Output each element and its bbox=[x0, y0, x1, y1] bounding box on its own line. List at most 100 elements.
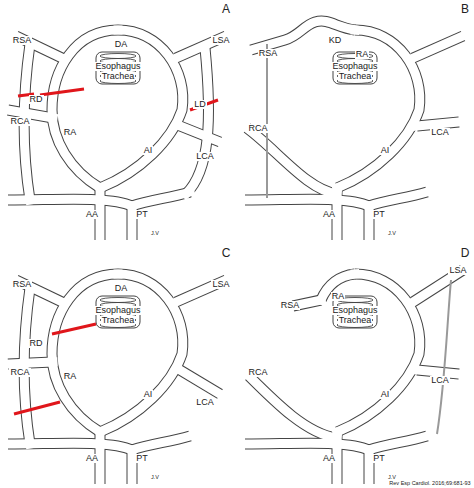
vessel-lumen bbox=[417, 370, 459, 374]
vessel-label: AI bbox=[143, 390, 154, 399]
vessel-wall bbox=[337, 30, 420, 188]
vessel-label: Trachea bbox=[338, 316, 373, 325]
vessel-wall bbox=[245, 199, 369, 206]
vessel-label: RA bbox=[63, 128, 78, 137]
vessel-wall bbox=[369, 192, 427, 206]
vessel-label: AA bbox=[85, 210, 99, 219]
vessel-label: LSA bbox=[211, 36, 230, 45]
vessel-lumen bbox=[369, 436, 427, 450]
vessel-label: RCA bbox=[247, 124, 268, 133]
vessel-label: LSA bbox=[448, 266, 467, 275]
vessel-label: AI bbox=[380, 146, 391, 155]
vessel-lumen bbox=[413, 270, 463, 302]
vessel-label: AA bbox=[322, 210, 336, 219]
aortic-arch-panel bbox=[8, 30, 226, 240]
vessel-wall bbox=[337, 274, 420, 432]
division-bar bbox=[52, 324, 96, 334]
vessel-label: PT bbox=[372, 210, 386, 219]
vessel-label: PT bbox=[135, 210, 149, 219]
vessel-wall bbox=[413, 270, 463, 302]
vessel-label: PT bbox=[135, 454, 149, 463]
vessel-label: RCA bbox=[9, 117, 30, 126]
vessel-label: Trachea bbox=[101, 316, 136, 325]
vessel-label: LCA bbox=[195, 152, 215, 161]
vessel-lumen bbox=[24, 288, 30, 444]
vessel-label: RCA bbox=[9, 368, 30, 377]
vessel-label: AA bbox=[85, 454, 99, 463]
aortic-arch-panel bbox=[245, 21, 463, 240]
vessel-label: AA bbox=[322, 454, 336, 463]
vessel-lumen bbox=[186, 48, 209, 194]
vessel-label: DA bbox=[114, 284, 129, 293]
vessel-label: Esophagus bbox=[94, 62, 141, 71]
vessel-label: DA bbox=[114, 40, 129, 49]
vessel-label: RD bbox=[29, 95, 44, 104]
vessel-label: RA bbox=[355, 50, 370, 59]
vessel-lumen bbox=[417, 122, 459, 126]
division-bar bbox=[40, 89, 84, 95]
vessel-wall bbox=[413, 36, 463, 58]
aortic-arch-panel bbox=[8, 274, 226, 484]
vessel-label: Esophagus bbox=[331, 306, 378, 315]
division-bar bbox=[190, 100, 218, 110]
vessel-lumen bbox=[132, 436, 190, 450]
vessel-label: AI bbox=[143, 146, 154, 155]
vessel-label: RA bbox=[331, 292, 346, 301]
tracheal-ring bbox=[100, 298, 136, 303]
vessel-lumen bbox=[369, 192, 427, 206]
vessel-label: Esophagus bbox=[94, 306, 141, 315]
vessel-label: J.V bbox=[387, 231, 397, 237]
vessel-wall bbox=[132, 436, 190, 450]
vessel-label: LD bbox=[193, 100, 207, 109]
vessel-label: RA bbox=[63, 372, 78, 381]
vessel-wall bbox=[100, 274, 183, 432]
vessel-lumen bbox=[100, 274, 183, 432]
vessel-label: Trachea bbox=[338, 72, 373, 81]
vessel-label: KD bbox=[328, 36, 343, 45]
tracheal-ring bbox=[100, 54, 136, 59]
panel-letter: C bbox=[221, 247, 232, 259]
ligament-line bbox=[266, 44, 268, 198]
panel-letter: D bbox=[460, 247, 471, 259]
vessel-lumen bbox=[245, 443, 369, 450]
vessel-label: LCA bbox=[430, 128, 450, 137]
vessel-wall bbox=[247, 128, 337, 194]
vessel-wall bbox=[417, 122, 459, 126]
vessel-wall bbox=[369, 436, 427, 450]
ligament-line bbox=[437, 280, 451, 434]
vessel-lumen bbox=[180, 370, 220, 394]
vessel-label: RCA bbox=[247, 368, 268, 377]
vessel-lumen bbox=[100, 30, 183, 188]
aortic-arch-panel bbox=[245, 270, 463, 484]
vessel-label: LCA bbox=[430, 376, 450, 385]
vessel-lumen bbox=[245, 199, 369, 206]
vessel-wall bbox=[245, 443, 369, 450]
vessel-label: RSA bbox=[258, 49, 279, 58]
vessel-label: J.V bbox=[150, 475, 160, 481]
vessel-wall bbox=[186, 48, 209, 194]
vessel-wall bbox=[249, 376, 337, 438]
vessel-label: RSA bbox=[12, 280, 33, 289]
vessel-label: RSA bbox=[280, 301, 301, 310]
panel-letter: B bbox=[460, 3, 470, 15]
vessel-lumen bbox=[8, 362, 53, 364]
panel-letter: A bbox=[221, 3, 231, 15]
vessel-label: LCA bbox=[195, 398, 215, 407]
vessel-label: AI bbox=[380, 390, 391, 399]
vessel-wall bbox=[100, 30, 183, 188]
vessel-wall bbox=[417, 370, 459, 374]
vessel-label: Rev Esp Cardiol. 2016;69:681-93 bbox=[388, 481, 471, 487]
vessel-label: RD bbox=[29, 339, 44, 348]
division-bar bbox=[14, 402, 60, 414]
vessel-wall bbox=[180, 126, 220, 142]
vessel-label: PT bbox=[372, 454, 386, 463]
vessel-lumen bbox=[337, 30, 420, 188]
vessel-label: J.V bbox=[150, 231, 160, 237]
vessel-label: Esophagus bbox=[331, 62, 378, 71]
vessel-wall bbox=[8, 362, 53, 364]
vessel-label: LSA bbox=[211, 280, 230, 289]
vessel-lumen bbox=[180, 126, 220, 142]
vessel-lumen bbox=[337, 274, 420, 432]
vessel-lumen bbox=[247, 128, 337, 194]
